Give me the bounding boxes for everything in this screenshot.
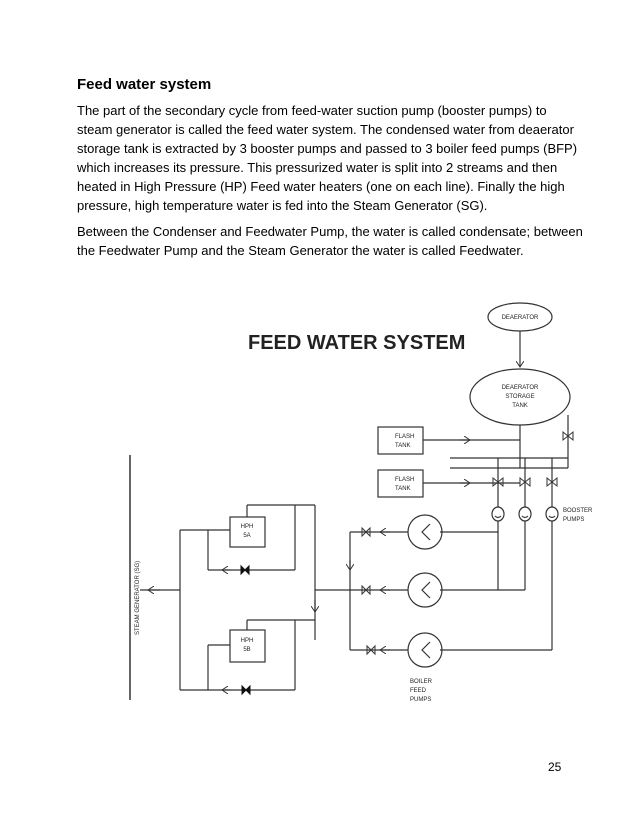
page-number: 25 <box>548 760 562 774</box>
text-line: storage tank is extracted by 3 booster p… <box>77 141 578 156</box>
steam-generator-label: STEAM GENERATOR (SG) <box>135 561 141 635</box>
hph-5a-label-2: 5A <box>243 533 250 539</box>
booster-pumps-label-2: PUMPS <box>563 517 584 523</box>
hph-5a-label-1: HPH <box>241 524 254 530</box>
hph-5b-label-2: 5B <box>243 647 250 653</box>
flash-tank-1-label-2: TANK <box>395 443 411 449</box>
flash-tank-1 <box>377 426 424 455</box>
section-heading: Feed water system <box>77 76 212 93</box>
paragraph-feed-water-description: The part of the secondary cycle from fee… <box>77 101 578 215</box>
diagram-title: FEED WATER SYSTEM <box>248 332 465 354</box>
hph-5b-label-1: HPH <box>241 638 254 644</box>
hph-5b <box>229 629 266 663</box>
text-line: the Feedwater Pump and the Steam Generat… <box>77 243 524 258</box>
text-line: Between the Condenser and Feedwater Pump… <box>77 224 583 239</box>
storage-tank-label-1: DEAERATOR <box>502 385 539 391</box>
hph-5a <box>229 516 266 548</box>
storage-tank-label-3: TANK <box>512 403 528 409</box>
flash-tank-1-label-1: FLASH <box>395 434 414 440</box>
booster-pump-1 <box>491 506 505 522</box>
flash-tank-2-label-1: FLASH <box>395 477 414 483</box>
flash-tank-2-label-2: TANK <box>395 486 411 492</box>
text-line: which increases its pressure. This press… <box>77 160 558 175</box>
deaerator-label: DEAERATOR <box>502 315 539 321</box>
booster-pump-3 <box>545 506 559 522</box>
text-line: heated in High Pressure (HP) Feed water … <box>77 179 565 194</box>
boiler-feed-pump-2 <box>407 572 443 608</box>
boiler-feed-pump-3 <box>407 632 443 668</box>
bfp-label-1: BOILER <box>410 679 433 685</box>
text-line: The part of the secondary cycle from fee… <box>77 103 547 118</box>
boiler-feed-pump-1 <box>407 514 443 550</box>
bfp-label-3: PUMPS <box>410 697 431 703</box>
bfp-label-2: FEED <box>410 688 427 694</box>
paragraph-condensate-definition: Between the Condenser and Feedwater Pump… <box>77 222 583 260</box>
text-line: pressure, high temperature water is fed … <box>77 198 488 213</box>
flash-tank-2 <box>377 469 424 498</box>
text-line: steam generator is called the feed water… <box>77 122 574 137</box>
storage-tank-label-2: STORAGE <box>505 394 534 400</box>
booster-pumps-label-1: BOOSTER <box>563 508 593 514</box>
booster-pump-2 <box>518 506 532 522</box>
